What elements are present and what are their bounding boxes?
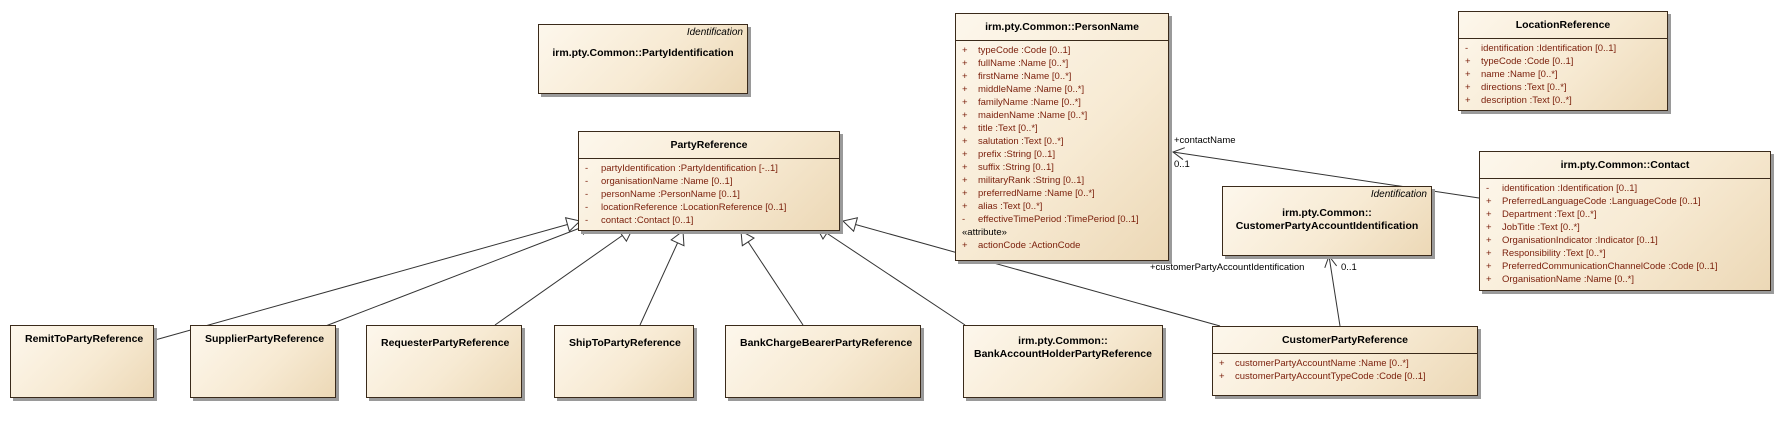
attribute-row[interactable]: +PreferredLanguageCode :LanguageCode [0.… [1486,196,1701,207]
class-title-line-2: BankAccountHolderPartyReference [974,348,1152,360]
class-title-line-2: CustomerPartyAccountIdentification [1235,220,1419,232]
attribute-row[interactable]: +OrganisationName :Name [0..*] [1486,274,1635,285]
attribute-list: -identification :Identification [0..1] +… [1480,179,1770,288]
attribute-row[interactable]: +OrganisationIndicator :Indicator [0..1] [1486,235,1658,246]
attribute-row[interactable]: -locationReference :LocationReference [0… [585,202,787,213]
attribute-row[interactable]: -partyIdentification :PartyIdentificatio… [585,163,778,174]
generalization-supplier[interactable] [309,220,594,333]
attribute-row[interactable]: +actionCode :ActionCode [962,240,1081,251]
attribute-row[interactable]: +preferredName :Name [0..*] [962,188,1095,199]
generalization-remit-to[interactable] [154,217,582,341]
class-contact[interactable]: irm.pty.Common::Contact -identification … [1479,151,1771,291]
class-title: RequesterPartyReference [381,337,510,349]
attribute-section-header: «attribute» [962,227,1007,238]
role-label-contact-name: +contactName [1174,135,1236,146]
association-customer-party-account-id[interactable] [1324,254,1341,327]
attribute-list: +typeCode :Code [0..1] +fullName :Name [… [956,41,1168,254]
generalization-requester[interactable] [494,227,634,326]
class-title: RemitToPartyReference [25,333,144,345]
attribute-row[interactable]: -organisationName :Name [0..1] [585,176,733,187]
attribute-row[interactable]: +familyName :Name [0..*] [962,97,1081,108]
stereotype-label: Identification [1370,189,1427,200]
class-supplier-party-reference[interactable]: SupplierPartyReference [190,325,336,398]
attribute-row[interactable]: +title :Text [0..*] [962,123,1038,134]
class-customer-party-account-identification[interactable]: Identification irm.pty.Common:: Customer… [1222,186,1432,256]
stereotype-label: Identification [686,27,743,38]
attribute-row[interactable]: +description :Text [0..*] [1465,95,1572,106]
class-requester-party-reference[interactable]: RequesterPartyReference [366,325,522,398]
attribute-row[interactable]: +JobTitle :Text [0..*] [1486,222,1580,233]
attribute-row[interactable]: -contact :Contact [0..1] [585,215,694,226]
class-location-reference[interactable]: LocationReference -identification :Ident… [1458,11,1668,111]
attribute-row[interactable]: +Department :Text [0..*] [1486,209,1597,220]
multiplicity-label-customer-party-account-identification: 0..1 [1341,262,1357,273]
attribute-list: +customerPartyAccountName :Name [0..*] +… [1213,354,1477,385]
attribute-row[interactable]: +Responsibility :Text [0..*] [1486,248,1606,259]
class-title: SupplierPartyReference [205,333,325,345]
class-title: LocationReference [1459,12,1667,39]
attribute-row[interactable]: +prefix :String [0..1] [962,149,1056,160]
class-remit-to-party-reference[interactable]: RemitToPartyReference [10,325,154,398]
attribute-row[interactable]: +maidenName :Name [0..*] [962,110,1088,121]
attribute-row[interactable]: +PreferredCommunicationChannelCode :Code… [1486,261,1718,272]
attribute-row[interactable]: +militaryRank :String [0..1] [962,175,1085,186]
attribute-row[interactable]: +firstName :Name [0..*] [962,71,1072,82]
attribute-row[interactable]: -identification :Identification [0..1] [1465,43,1617,54]
class-title: irm.pty.Common::PersonName [956,14,1168,41]
generalization-bank-charge-bearer[interactable] [740,230,804,326]
class-person-name[interactable]: irm.pty.Common::PersonName +typeCode :Co… [955,13,1169,261]
class-title: irm.pty.Common::Contact [1480,152,1770,179]
class-bank-charge-bearer-party-reference[interactable]: BankChargeBearerPartyReference [725,325,921,398]
class-ship-to-party-reference[interactable]: ShipToPartyReference [554,325,694,398]
attribute-row[interactable]: +directions :Text [0..*] [1465,82,1567,93]
attribute-row[interactable]: +customerPartyAccountTypeCode :Code [0..… [1219,371,1426,382]
generalization-ship-to[interactable] [639,230,685,326]
class-title: BankChargeBearerPartyReference [740,337,913,349]
role-label-customer-party-account-identification: +customerPartyAccountIdentification [1150,262,1305,273]
attribute-list: -partyIdentification :PartyIdentificatio… [579,159,839,229]
generalization-customer-party[interactable] [841,217,1221,327]
attribute-row[interactable]: +fullName :Name [0..*] [962,58,1069,69]
attribute-row[interactable]: -personName :PersonName [0..1] [585,189,740,200]
attribute-row[interactable]: -effectiveTimePeriod :TimePeriod [0..1] [962,214,1139,225]
attribute-row[interactable]: +alias :Text [0..*] [962,201,1043,212]
class-title: ShipToPartyReference [569,337,681,349]
class-party-reference[interactable]: PartyReference -partyIdentification :Par… [578,131,840,231]
attribute-row[interactable]: +suffix :String [0..1] [962,162,1054,173]
attribute-row[interactable]: +typeCode :Code [0..1] [1465,56,1574,67]
attribute-list: -identification :Identification [0..1] +… [1459,39,1667,109]
attribute-row[interactable]: +customerPartyAccountName :Name [0..*] [1219,358,1409,369]
class-title-line-1: irm.pty.Common:: [1018,335,1108,347]
class-bank-account-holder-party-reference[interactable]: irm.pty.Common:: BankAccountHolderPartyR… [963,325,1163,398]
attribute-row[interactable]: +typeCode :Code [0..1] [962,45,1071,56]
class-customer-party-reference[interactable]: CustomerPartyReference +customerPartyAcc… [1212,326,1478,396]
attribute-row[interactable]: +name :Name [0..*] [1465,69,1558,80]
class-title: PartyReference [579,132,839,159]
attribute-row[interactable]: +middleName :Name [0..*] [962,84,1085,95]
generalization-bank-account-holder[interactable] [815,225,966,326]
attribute-row[interactable]: -identification :Identification [0..1] [1486,183,1638,194]
attribute-row[interactable]: +salutation :Text [0..*] [962,136,1064,147]
class-title-line-1: irm.pty.Common:: [1282,207,1372,219]
multiplicity-label-contact-name: 0..1 [1174,159,1190,170]
class-party-identification[interactable]: Identification irm.pty.Common::PartyIden… [538,24,748,94]
class-title: irm.pty.Common::PartyIdentification [552,47,734,59]
class-title: CustomerPartyReference [1213,327,1477,354]
